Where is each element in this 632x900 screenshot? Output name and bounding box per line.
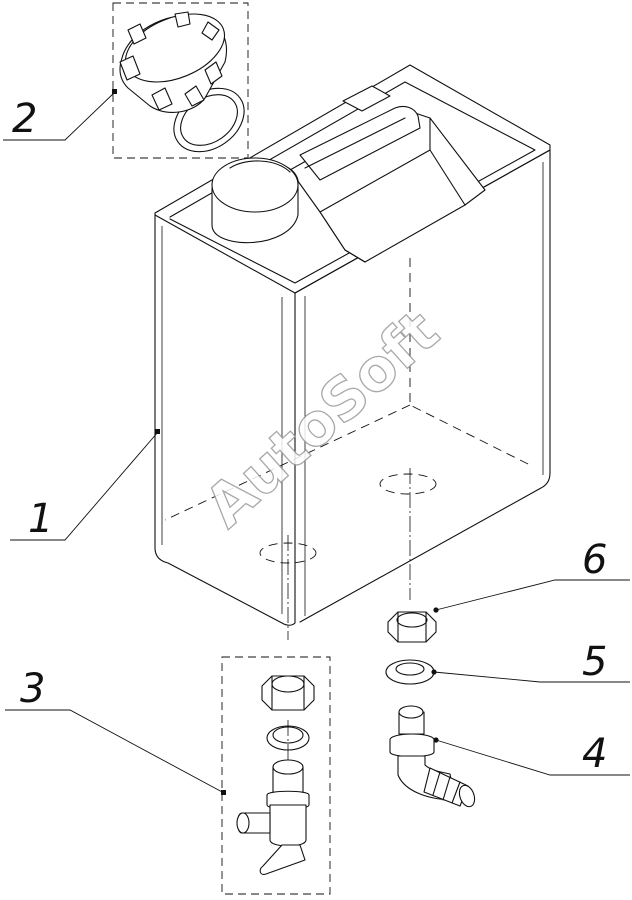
- callout-label-2: 2: [12, 96, 37, 142]
- callout-label-4: 4: [582, 731, 607, 777]
- filler-cap-assembly: [112, 2, 249, 159]
- leader-lines: [3, 89, 630, 795]
- washer: [385, 659, 435, 685]
- tank: [154, 64, 551, 640]
- hex-nut: [387, 611, 437, 643]
- drain-valve-assembly: [221, 656, 331, 895]
- callout-label-5: 5: [582, 639, 607, 685]
- callout-label-1: 1: [28, 496, 53, 542]
- callout-label-6: 6: [582, 537, 607, 583]
- elbow-fitting: [389, 705, 476, 808]
- watermark: AutoSoft: [192, 297, 452, 540]
- callout-label-3: 3: [20, 666, 45, 712]
